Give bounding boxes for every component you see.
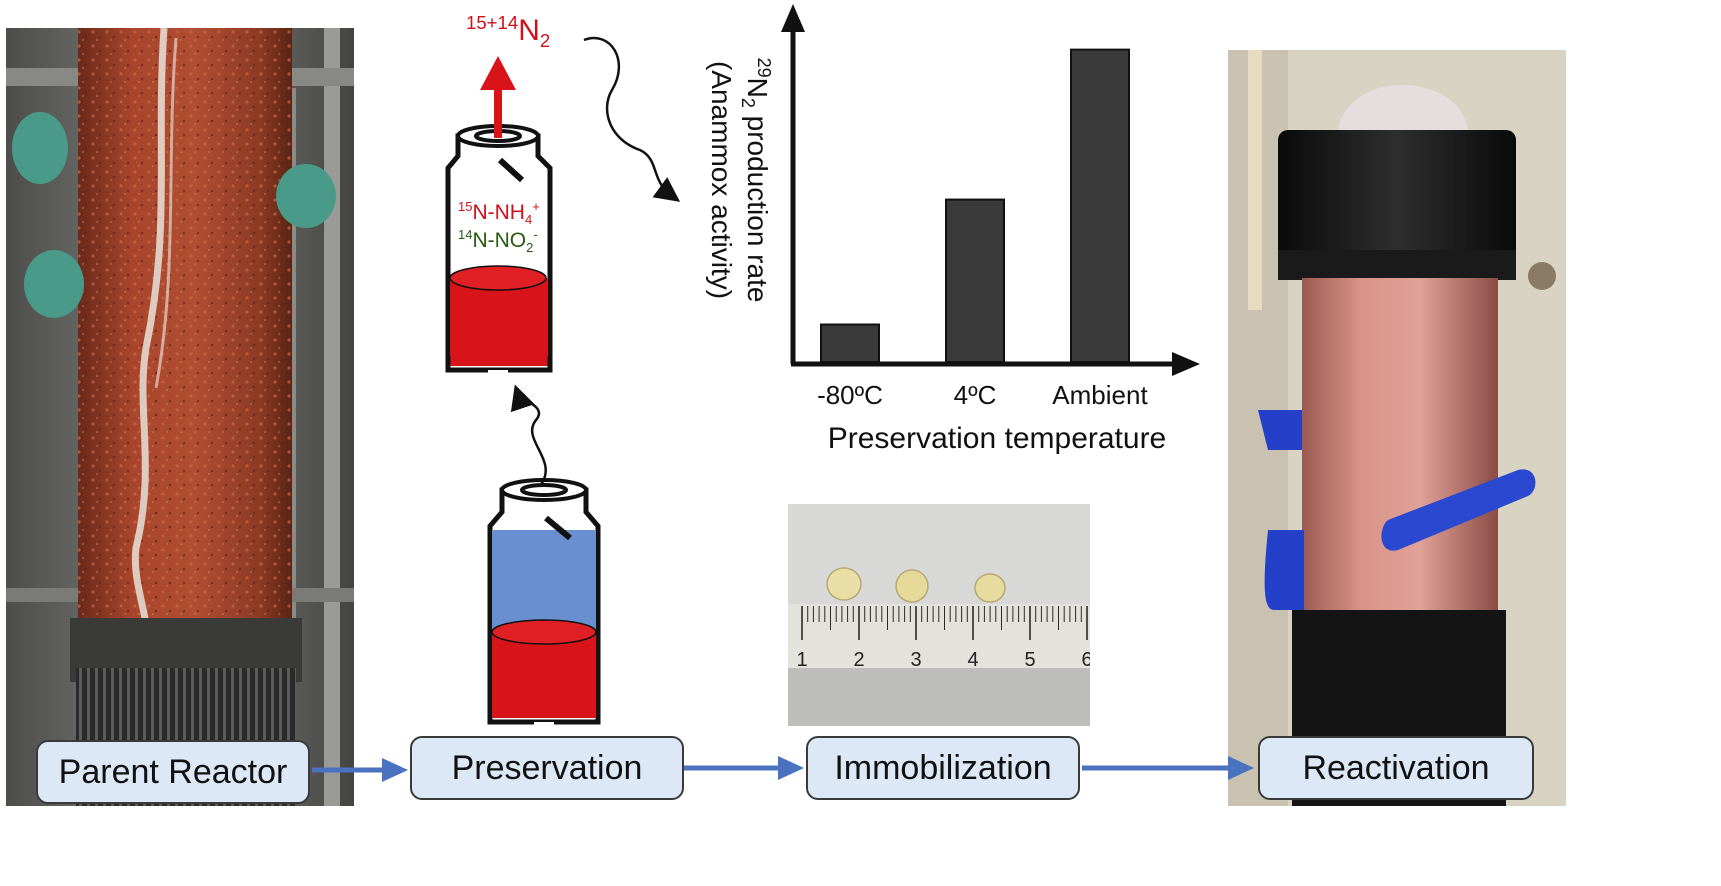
bar-0 [820, 323, 880, 363]
ruler-label: 4 [967, 649, 978, 671]
x-tick-label: -80ºC [817, 380, 883, 410]
gel-bead [826, 567, 862, 601]
gas-release-arrow [480, 56, 516, 138]
y-axis-label-line2: (Anammox activity) [706, 61, 737, 299]
y-axis-label: 29N2 production rate [738, 58, 774, 303]
incubation-vial [445, 124, 553, 376]
bar-2 [1070, 48, 1130, 363]
ruler-label: 6 [1081, 649, 1090, 671]
parent-reactor-photo [6, 28, 354, 806]
ruler-label: 3 [910, 649, 921, 671]
dinitrogen-product-label: 15+14N2 [466, 12, 551, 51]
preservation-vial [487, 478, 601, 728]
chart-bars [820, 48, 1130, 363]
immobilization-photo: 1 2 3 4 5 6 [788, 504, 1090, 726]
ruler-ticks [801, 606, 1088, 640]
ammonium-label: 15N-NH4+ [458, 199, 540, 228]
process-flow-arrow-2 [684, 756, 804, 780]
stage-immobilization: Immobilization [806, 736, 1080, 800]
ruler-labels: 1 2 3 4 5 6 [796, 649, 1090, 671]
process-flow-arrow-3 [1082, 756, 1254, 780]
ruler-label: 2 [853, 649, 864, 671]
process-flow-arrow-1 [312, 758, 408, 782]
x-tick-label: 4ºC [954, 380, 997, 410]
activity-bar-chart: -80ºC 4ºC Ambient Preservation temperature… [706, 4, 1200, 455]
stage-preservation: Preservation [410, 736, 684, 800]
gel-bead [895, 569, 929, 603]
measurement-arrow [583, 36, 681, 202]
stage-parent-reactor: Parent Reactor [36, 740, 310, 804]
nitrite-label: 14N-NO2- [458, 227, 538, 256]
ruler-label: 5 [1024, 649, 1035, 671]
bar-1 [945, 198, 1005, 363]
transfer-arrow [510, 384, 547, 487]
chart-tick-labels: -80ºC 4ºC Ambient [817, 380, 1148, 410]
stage-reactivation: Reactivation [1258, 736, 1534, 800]
x-tick-label: Ambient [1052, 380, 1148, 410]
ruler-label: 1 [796, 649, 807, 671]
gel-bead [974, 573, 1006, 603]
x-axis-label: Preservation temperature [828, 422, 1167, 455]
chart-axes [781, 4, 1200, 376]
